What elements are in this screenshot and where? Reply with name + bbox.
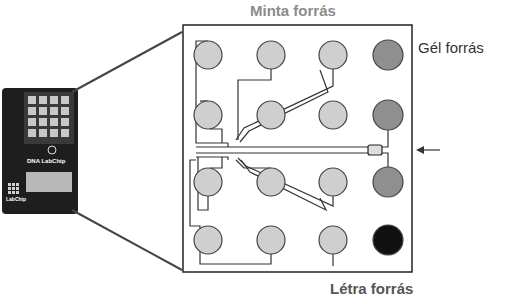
section-label: Létra forrás xyxy=(330,281,413,298)
section-label: Minta forrás xyxy=(250,3,336,20)
arrow-head xyxy=(416,146,424,154)
zoom-line xyxy=(72,32,182,92)
microchannels xyxy=(190,41,388,266)
chip-body xyxy=(2,88,78,214)
chip-mark xyxy=(48,146,56,154)
chip-print: LabChip xyxy=(6,197,26,203)
chip-print: DNA LabChip xyxy=(27,158,65,165)
chip-well-area xyxy=(24,92,74,144)
chip-photo xyxy=(2,88,78,214)
section-label: Gél forrás xyxy=(418,40,484,57)
chip-wells xyxy=(28,96,69,137)
chip-enlarged xyxy=(183,25,412,272)
chip-label-area xyxy=(26,172,72,192)
detector-window xyxy=(368,145,382,155)
zoom-line xyxy=(72,210,182,270)
wells xyxy=(194,40,403,255)
chip-logo xyxy=(8,183,19,194)
detection-arrow xyxy=(422,149,440,150)
